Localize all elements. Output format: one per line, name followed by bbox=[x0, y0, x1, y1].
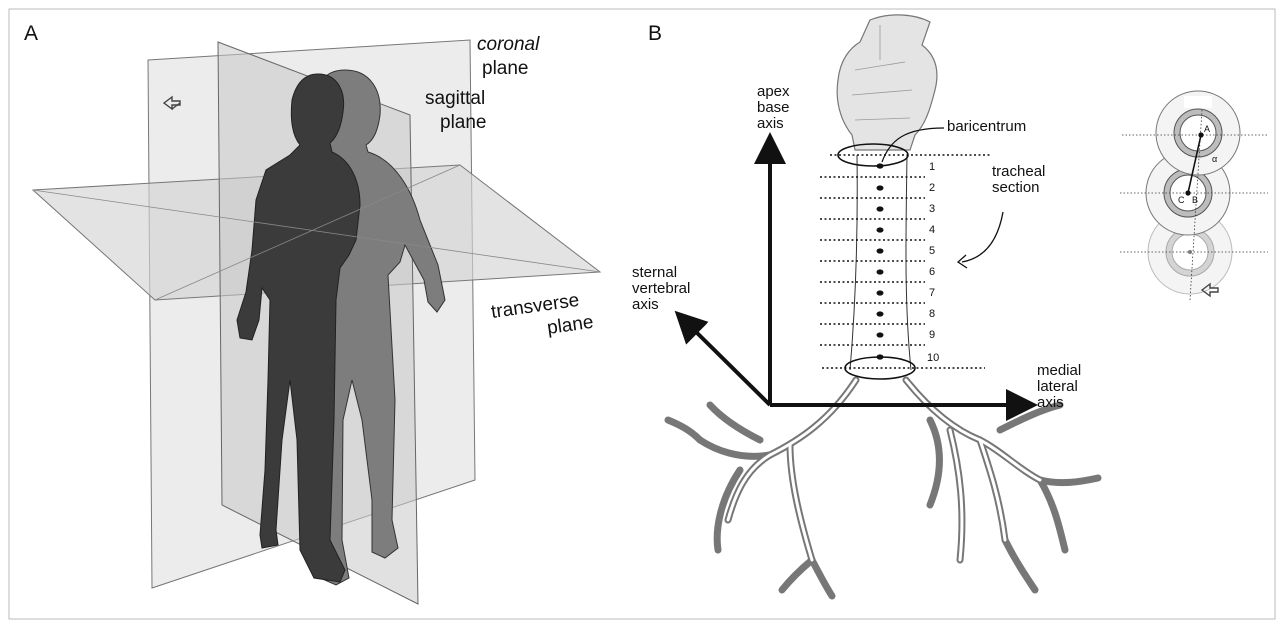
panel-b-letter: B bbox=[648, 22, 662, 45]
sternal-vertebral-axis-arrow bbox=[686, 322, 770, 405]
coronal-label-line1: coronal bbox=[477, 34, 540, 55]
tracheal-section-arrow bbox=[962, 212, 1003, 262]
section-number-3: 3 bbox=[929, 203, 935, 215]
sagittal-label-line1: sagittal bbox=[425, 88, 485, 109]
inset-angle: α bbox=[1212, 154, 1217, 164]
panel-b: B bbox=[632, 15, 1098, 596]
section-number-1: 1 bbox=[929, 161, 935, 173]
tracheal-section-label-1: tracheal bbox=[992, 163, 1045, 180]
section-number-4: 4 bbox=[929, 224, 935, 236]
section-number-5: 5 bbox=[929, 245, 935, 257]
inset-point-c: C bbox=[1178, 195, 1185, 205]
bronchial-tree bbox=[668, 380, 1098, 596]
baricentrum-label: baricentrum bbox=[947, 118, 1026, 135]
transverse-label-line2: plane bbox=[546, 312, 595, 339]
section-number-7: 7 bbox=[929, 287, 935, 299]
sternal-vertebral-axis-label-2: vertebral bbox=[632, 280, 690, 297]
section-number-10: 10 bbox=[927, 352, 939, 364]
section-number-6: 6 bbox=[929, 266, 935, 278]
apex-base-axis-label-2: base bbox=[757, 99, 790, 116]
inset-point-a: A bbox=[1204, 124, 1210, 134]
sternal-vertebral-axis-label-3: axis bbox=[632, 296, 659, 313]
panel-a-letter: A bbox=[24, 22, 38, 45]
medial-lateral-axis-label-2: lateral bbox=[1037, 378, 1078, 395]
cross-section-inset: A B C α bbox=[1120, 91, 1268, 300]
medial-lateral-axis-label-1: medial bbox=[1037, 362, 1081, 379]
sagittal-label-line2: plane bbox=[440, 112, 487, 133]
section-number-2: 2 bbox=[929, 182, 935, 194]
sternal-vertebral-axis-label-1: sternal bbox=[632, 264, 677, 281]
panel-a: A coronal plane sagittal plane transvers… bbox=[24, 22, 600, 604]
apex-base-axis-label-1: apex bbox=[757, 83, 790, 100]
medial-lateral-axis-label-3: axis bbox=[1037, 394, 1064, 411]
inset-point-b: B bbox=[1192, 195, 1198, 205]
section-number-9: 9 bbox=[929, 329, 935, 341]
section-number-8: 8 bbox=[929, 308, 935, 320]
coronal-label-line2: plane bbox=[482, 58, 529, 79]
apex-base-axis-label-3: axis bbox=[757, 115, 784, 132]
tracheal-section-label-2: section bbox=[992, 179, 1040, 196]
